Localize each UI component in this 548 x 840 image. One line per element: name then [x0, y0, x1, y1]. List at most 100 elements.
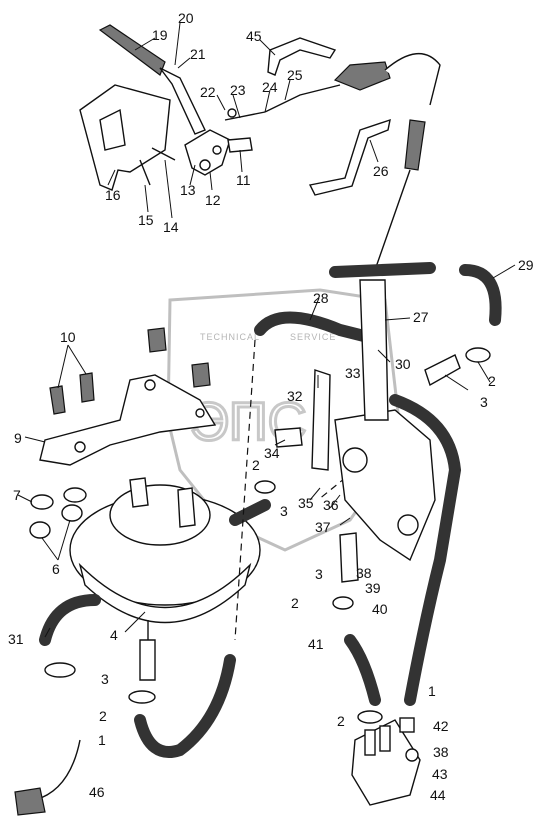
callout-1-left: 1: [98, 732, 106, 748]
callout-26: 26: [373, 163, 389, 179]
washers-group: [29, 487, 87, 539]
vacuum-booster: [69, 477, 261, 640]
callout-2-right: 2: [488, 373, 496, 389]
callout-38-upper: 38: [356, 565, 372, 581]
watermark-text-right: SERVICE: [290, 332, 336, 342]
clamp-2-right: [465, 347, 491, 363]
block-nipple-2: [379, 725, 391, 752]
callout-38-lower: 38: [433, 744, 449, 760]
route-line-1: [234, 339, 256, 641]
hoses: [14, 262, 502, 816]
callout-7: 7: [13, 487, 21, 503]
washer-7: [30, 494, 54, 510]
callout-34: 34: [264, 445, 280, 461]
callout-15: 15: [138, 212, 154, 228]
routing-lines: [234, 339, 356, 641]
callout-45: 45: [246, 28, 262, 44]
clamp-2-lower: [128, 690, 156, 704]
pin-14: [151, 147, 176, 161]
adjuster-rod: [224, 111, 266, 121]
route-line-2: [317, 469, 356, 501]
block-washer-38: [405, 748, 419, 762]
callout-29: 29: [518, 257, 534, 273]
cable-25: [264, 84, 341, 113]
linkage-plate: [184, 129, 231, 176]
cable-bracket-45: [267, 37, 337, 76]
callout-22: 22: [200, 84, 216, 100]
pin-15: [139, 159, 151, 186]
valve-port: [342, 447, 368, 473]
callout-31: 31: [8, 631, 24, 647]
callout-23: 23: [230, 82, 246, 98]
callout-4: 4: [110, 627, 118, 643]
block-bolt-42: [399, 717, 415, 733]
callout-3-valve: 3: [315, 566, 323, 582]
callout-30: 30: [395, 356, 411, 372]
callout-20: 20: [178, 10, 194, 26]
cable-rod: [374, 169, 411, 271]
valve-stem: [359, 279, 389, 421]
block-nipple-1: [364, 729, 376, 756]
callout-24: 24: [262, 79, 278, 95]
callout-10: 10: [60, 329, 76, 345]
callout-25: 25: [287, 67, 303, 83]
callout-16: 16: [105, 187, 121, 203]
callout-3-mid: 3: [280, 503, 288, 519]
hose-41: [344, 634, 381, 706]
booster-stud-1: [129, 477, 149, 508]
booster-dome: [109, 484, 211, 546]
callout-43: 43: [432, 766, 448, 782]
callout-21: 21: [190, 46, 206, 62]
washer-6a: [63, 487, 87, 503]
bolt-10a: [49, 385, 66, 415]
fitting-3-38: [339, 532, 359, 583]
nut-top-right: [191, 362, 211, 388]
callout-9: 9: [14, 430, 22, 446]
bolt-10b: [79, 372, 95, 403]
clamp-2-41: [332, 596, 354, 610]
lower-valve-block: [351, 717, 421, 806]
callout-labels: 20 19 21 45 25 24 23 22 26 11 13 12 16 1…: [8, 10, 534, 803]
plate-hole: [199, 159, 211, 171]
callout-13: 13: [180, 182, 196, 198]
callout-3-right: 3: [480, 394, 488, 410]
plate-hole-2: [212, 145, 222, 155]
bracket-hole-3: [195, 408, 205, 418]
tube-46-fitting: [14, 787, 46, 816]
cable-sheath: [384, 52, 441, 106]
pin-11: [227, 137, 253, 153]
lever-arm: [159, 67, 206, 135]
hose-1-left: [134, 654, 236, 758]
valve-mount-hole: [397, 514, 419, 536]
hose-top-tee: [329, 262, 436, 278]
hose-35-stub: [229, 499, 271, 526]
fitting-34: [274, 427, 303, 448]
callout-32: 32: [287, 388, 303, 404]
bracket-window: [99, 108, 126, 151]
callout-2-bottom: 2: [337, 713, 345, 729]
tube-46: [34, 739, 81, 801]
callout-2-lower: 2: [99, 708, 107, 724]
callout-6: 6: [52, 561, 60, 577]
valve-lever: [311, 369, 331, 471]
callout-36: 36: [323, 497, 339, 513]
lever-bracket: [79, 84, 171, 191]
callout-11: 11: [236, 172, 251, 188]
hose-28: [254, 311, 386, 346]
callout-12: 12: [205, 192, 221, 208]
adjuster-nut: [227, 108, 237, 118]
clamp-2-bottom: [357, 710, 383, 724]
mounting-bracket-9: [39, 374, 217, 466]
valve-assembly: [139, 279, 461, 681]
fitting-3-lower: [139, 639, 156, 681]
mounting-bracket-group: [39, 327, 217, 466]
nut-6b: [29, 521, 51, 539]
callout-3-lower: 3: [101, 671, 109, 687]
callout-19: 19: [152, 27, 168, 43]
hose-31: [39, 594, 101, 646]
cable-boot: [333, 61, 391, 91]
callout-42: 42: [433, 718, 449, 734]
callout-2-mid: 2: [252, 457, 260, 473]
watermark-text-left: TECHNICAL: [200, 332, 260, 342]
